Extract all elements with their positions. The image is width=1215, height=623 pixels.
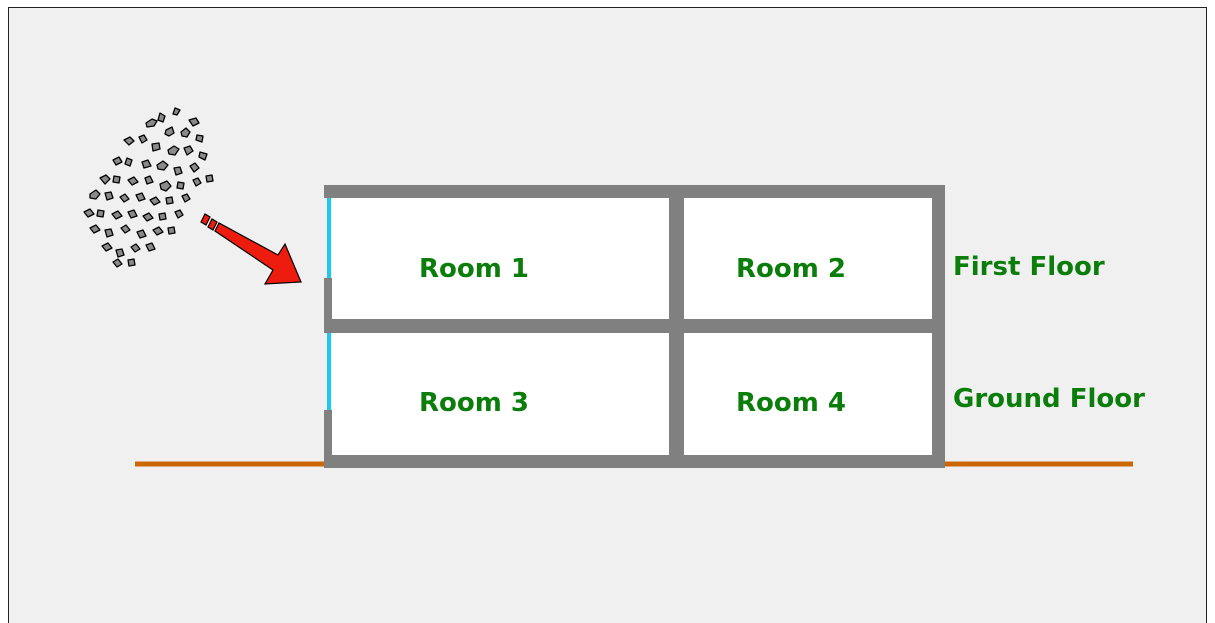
room-2-space [684,198,932,319]
room-4-label: Room 4 [736,388,846,418]
room-3-space [332,333,669,455]
room-2-label: Room 2 [736,254,846,284]
room-3-label: Room 3 [419,388,529,418]
debris-cluster-icon [83,107,214,268]
ground-floor-label: Ground Floor [953,384,1145,414]
impact-arrow-icon [200,213,302,285]
room-1-space [332,198,669,319]
room-1-label: Room 1 [419,254,529,284]
window-upper [327,198,331,278]
room-4-space [684,333,932,455]
window-lower [327,333,331,410]
first-floor-label: First Floor [953,252,1105,282]
